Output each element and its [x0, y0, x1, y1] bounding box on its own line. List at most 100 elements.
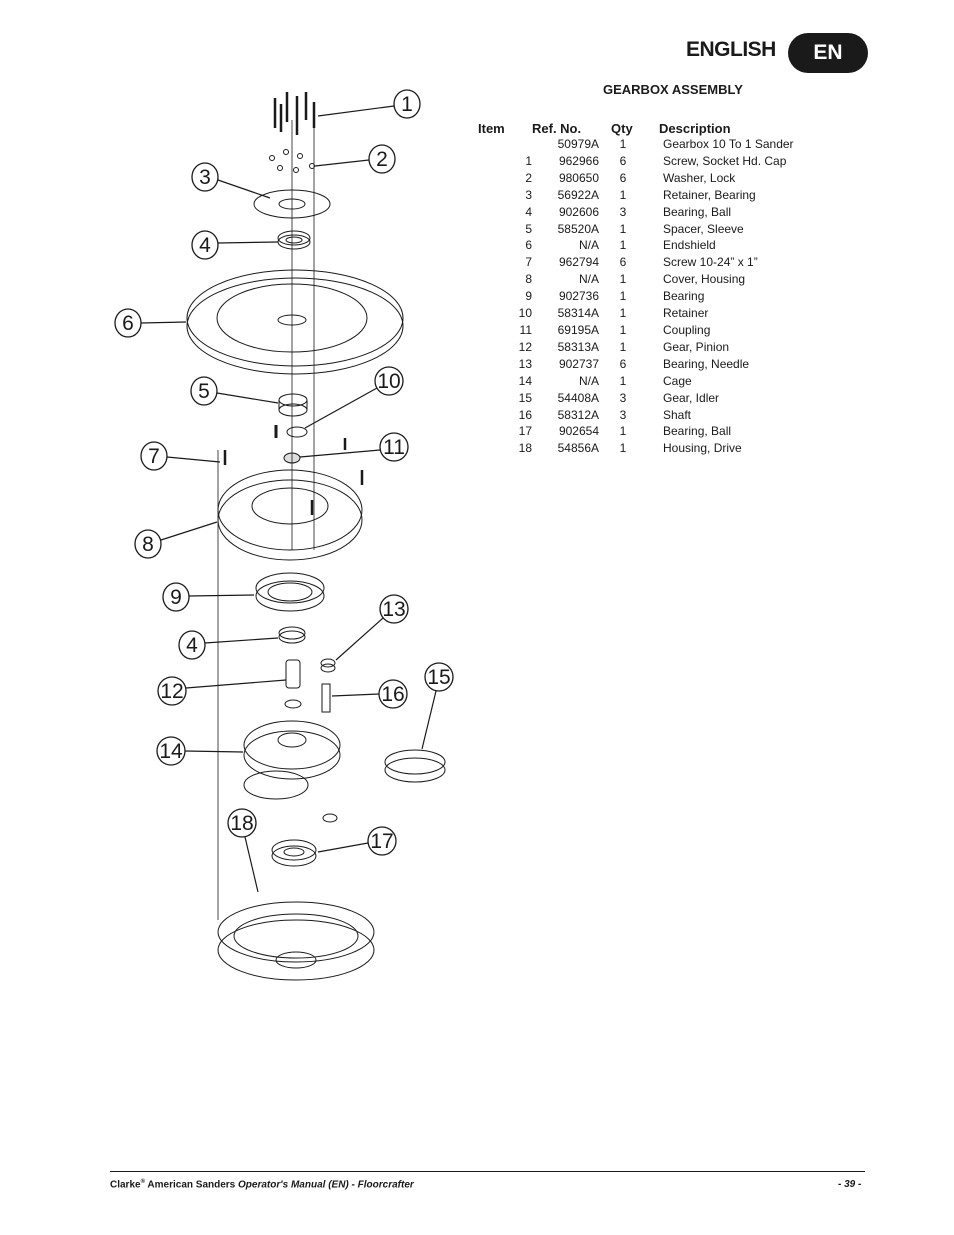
- callout-balloon: 6: [114, 308, 187, 338]
- leader-line: [299, 449, 381, 458]
- cell-description: Gear, Pinion: [663, 339, 730, 354]
- cell-description: Bearing, Ball: [663, 204, 732, 219]
- drive-housing-icon: [217, 901, 375, 963]
- cell-ref-no: 58314A: [557, 306, 599, 321]
- leader-line: [185, 679, 287, 689]
- language-label: ENGLISH: [686, 38, 776, 61]
- leader-line: [140, 321, 187, 324]
- cell-qty: 1: [619, 373, 627, 388]
- callout-circle: [190, 376, 218, 406]
- cell-description: Endshield: [663, 238, 716, 253]
- screw-icon: [273, 92, 316, 135]
- callout-circle: [424, 662, 454, 692]
- callout-number: 7: [148, 445, 160, 468]
- callout-number: 6: [122, 312, 134, 335]
- cell-item: 15: [518, 390, 532, 405]
- cell-description: Shaft: [663, 407, 692, 422]
- callout-number: 18: [230, 812, 253, 835]
- column-header-qty: Qty: [611, 121, 633, 136]
- cell-ref-no: 58313A: [557, 339, 599, 354]
- callout-balloon: 4: [178, 630, 279, 660]
- footer-manual-title: Operator's Manual (EN) - Floorcrafter: [238, 1179, 414, 1191]
- leader-line: [217, 241, 279, 244]
- leader-line: [335, 617, 384, 661]
- leader-line: [331, 693, 380, 697]
- cell-qty: 1: [619, 424, 627, 439]
- cell-qty: 6: [619, 356, 627, 371]
- cell-ref-no: 69195A: [557, 322, 599, 337]
- callout-balloon: 3: [191, 162, 271, 199]
- page-number: - 39 -: [838, 1179, 862, 1190]
- callout-balloon: 1: [317, 89, 421, 119]
- table-header-row: Item Ref. No. Qty Description: [478, 118, 794, 136]
- callout-circle: [178, 630, 206, 660]
- cell-qty: 1: [619, 339, 627, 354]
- cell-qty: 3: [619, 390, 627, 405]
- cell-item: 1: [525, 153, 532, 168]
- cell-qty: 6: [619, 170, 627, 185]
- cell-qty: 1: [619, 137, 627, 151]
- column-header-description: Description: [659, 121, 731, 136]
- cell-ref-no: 962794: [558, 255, 599, 270]
- cell-description: Spacer, Sleeve: [663, 221, 744, 236]
- cell-item: 2: [525, 170, 532, 185]
- callout-balloon: 9: [162, 582, 255, 612]
- cage-icon: [243, 720, 341, 770]
- table-row: 12 58313A 1 Gear, Pinion: [478, 339, 794, 356]
- leader-line: [317, 842, 369, 853]
- cell-item: 11: [519, 322, 532, 337]
- leader-line: [317, 105, 395, 117]
- idler-gear-icon: [384, 749, 446, 775]
- cell-item: 4: [525, 204, 532, 219]
- leader-line: [421, 690, 437, 750]
- callout-balloon: 12: [157, 676, 287, 706]
- section-title: GEARBOX ASSEMBLY: [603, 82, 743, 97]
- cell-item: 13: [518, 356, 532, 371]
- cell-ref-no: N/A: [578, 238, 599, 253]
- cell-item: 9: [525, 289, 532, 304]
- cell-qty: 3: [619, 407, 627, 422]
- callout-balloon: 15: [421, 662, 454, 750]
- cell-description: Cage: [663, 373, 692, 388]
- cell-qty: 6: [619, 255, 627, 270]
- cell-ref-no: 962966: [558, 153, 599, 168]
- callout-number: 5: [198, 380, 210, 403]
- footer-left: Clarke® American Sanders Operator's Manu…: [110, 1179, 414, 1190]
- leader-line: [188, 594, 255, 597]
- column-header-item: Item: [478, 121, 505, 136]
- cell-item: 5: [525, 221, 532, 236]
- callout-balloon: 16: [331, 679, 408, 709]
- cell-qty: 1: [619, 187, 627, 202]
- leader-line: [244, 836, 259, 893]
- cell-ref-no: 902737: [558, 356, 599, 371]
- callout-balloon: 10: [304, 366, 404, 429]
- callout-circle: [134, 529, 162, 559]
- callout-number: 9: [170, 586, 182, 609]
- endshield-icon: [186, 269, 404, 367]
- registered-mark: ®: [140, 1179, 145, 1185]
- callout-balloon: 17: [317, 826, 397, 856]
- cell-description: Gear, Idler: [663, 390, 720, 405]
- leader-line: [216, 392, 279, 404]
- callout-balloon: 11: [299, 432, 409, 462]
- cell-qty: 1: [619, 238, 627, 253]
- callout-number: 3: [199, 166, 211, 189]
- callout-number: 15: [427, 666, 450, 689]
- leader-line: [166, 456, 221, 463]
- leader-line: [217, 179, 271, 199]
- callout-circle: [157, 676, 187, 706]
- cell-item: 12: [518, 339, 532, 354]
- cell-ref-no: 902606: [558, 204, 599, 219]
- cell-qty: 1: [619, 306, 627, 321]
- leader-line: [160, 521, 218, 541]
